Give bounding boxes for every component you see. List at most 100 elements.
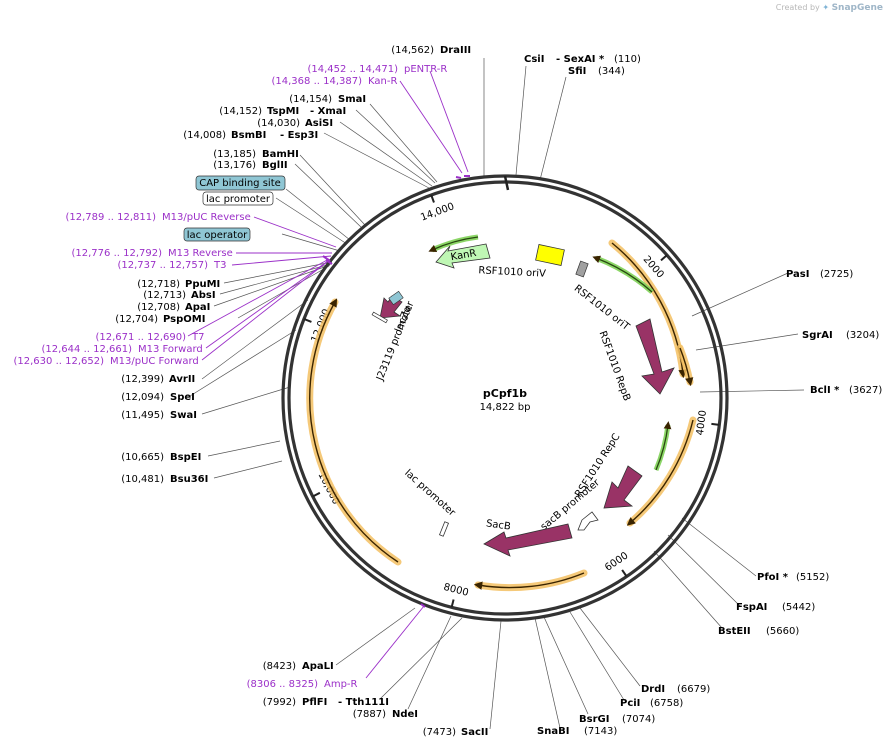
- primer-name: M13 Forward: [138, 344, 203, 355]
- origin-mark: [503, 175, 510, 191]
- site-name: BsrGI: [579, 714, 609, 725]
- snapgene-logo-icon: ✦: [822, 3, 830, 12]
- site-pos: (14,562): [391, 45, 434, 56]
- primer-range: (12,789 .. 12,811): [66, 212, 157, 223]
- oriv-label: RSF1010 oriV: [478, 265, 546, 280]
- site-pos: (344): [598, 66, 625, 77]
- site-name: BclI *: [810, 385, 840, 396]
- primer-range: (8306 .. 8325): [247, 679, 319, 690]
- site-pos: (12,718): [137, 279, 180, 290]
- primer-range: (12,630 .. 12,652): [14, 356, 105, 367]
- site-name: Bsu36I: [170, 474, 208, 485]
- plasmid-name: pCpf1b: [483, 387, 527, 400]
- site-name: SmaI: [338, 94, 366, 105]
- site-pos: (3204): [846, 330, 879, 341]
- site-pos: (13,185): [213, 149, 256, 160]
- lac-promoter-inner-label: lac promoter: [402, 468, 458, 520]
- sacb-promoter-label: sacB promoter: [539, 477, 603, 533]
- site-pos: (14,030): [257, 118, 300, 129]
- primer-name: Kan-R: [368, 76, 397, 87]
- plasmid-size: 14,822 bp: [480, 402, 531, 413]
- orf-arcs: [306, 239, 697, 592]
- repb-label: RSF1010 RepB: [597, 330, 633, 403]
- site-pos: (6679): [677, 684, 710, 695]
- site-pos: (12,704): [115, 314, 158, 325]
- tick-mark: [303, 318, 312, 323]
- primer-name: M13/pUC Forward: [110, 356, 199, 367]
- site-name: DraIII: [440, 45, 471, 56]
- site-pos: (12,713): [143, 290, 186, 301]
- feature-oriv: RSF1010 oriV: [478, 243, 565, 280]
- site-name: PfoI *: [757, 572, 789, 583]
- site-name: SgrAI: [802, 330, 833, 341]
- tick-mark: [312, 491, 321, 498]
- site-name: - XmaI: [310, 106, 346, 117]
- site-pos: (12,708): [137, 302, 180, 313]
- site-pos: (2725): [820, 269, 853, 280]
- site-name: PasI: [786, 269, 809, 280]
- tick-mark: [711, 422, 720, 426]
- boxed-lac-operator: lac operator: [183, 227, 251, 242]
- site-name: PciI: [620, 698, 640, 709]
- site-pos: (11,495): [121, 410, 164, 421]
- orf-arc-3: [626, 416, 697, 527]
- site-pos: (10,481): [121, 474, 164, 485]
- site-name: ApaI: [185, 302, 210, 313]
- site-name: SpeI: [170, 392, 195, 403]
- site-pos: (13,176): [213, 160, 256, 171]
- tick-mark: [430, 194, 435, 203]
- lac-operator-label: lac operator: [187, 230, 248, 241]
- site-name: - Tth111I: [338, 697, 389, 708]
- site-name: SfiI: [568, 66, 586, 77]
- site-name: - SexAI *: [556, 54, 605, 65]
- primer-labels: (14,452 .. 14,471) pENTR-R (14,368 .. 14…: [14, 64, 448, 690]
- tick-label: 8000: [442, 582, 469, 599]
- primer-leader-lines: [187, 70, 469, 679]
- credit-brand: SnapGene: [831, 3, 883, 13]
- lac-promoter-label: lac promoter: [206, 194, 271, 205]
- primer-name: Amp-R: [324, 679, 358, 690]
- site-name: FspAI: [736, 602, 767, 613]
- site-name: NdeI: [392, 709, 418, 720]
- site-name: AsiSI: [305, 118, 333, 129]
- primer-range: (12,737 .. 12,757): [118, 260, 209, 271]
- tick-label: 14,000: [419, 201, 456, 223]
- site-pos: (12,399): [121, 374, 164, 385]
- site-pos: (7992): [263, 697, 296, 708]
- primer-name: M13 Reverse: [168, 248, 233, 259]
- snapgene-credit: Created by ✦ SnapGene: [776, 3, 883, 13]
- site-pos: (7143): [584, 726, 617, 737]
- primer-name: T3: [213, 260, 226, 271]
- site-name: TspMI: [267, 106, 299, 117]
- orit-label: RSF1010 oriT: [572, 283, 632, 333]
- site-name: PspOMI: [163, 314, 205, 325]
- site-name: ApaLI: [302, 661, 334, 672]
- site-pos: (5152): [796, 572, 829, 583]
- site-name: AvrII: [169, 374, 195, 385]
- site-name: PflFI: [302, 697, 327, 708]
- tick-label: 6000: [603, 550, 630, 573]
- site-pos: (7074): [622, 714, 655, 725]
- kanr-label: KanR: [450, 248, 477, 263]
- site-name: BsmBI: [231, 130, 266, 141]
- orf-arc-4: [474, 569, 588, 592]
- primer-range: (14,368 .. 14,387): [272, 76, 363, 87]
- tick-label: 4000: [695, 409, 709, 436]
- site-name: BspEI: [170, 452, 201, 463]
- site-pos: (3627): [849, 385, 882, 396]
- site-name: AbsI: [191, 290, 216, 301]
- primer-name: T7: [191, 332, 204, 343]
- site-pos: (6758): [650, 698, 683, 709]
- primer-name: M13/pUC Reverse: [162, 212, 251, 223]
- primer-range: (14,452 .. 14,471): [308, 64, 399, 75]
- site-name: BstEII: [718, 626, 751, 637]
- site-pos: (5442): [782, 602, 815, 613]
- j23119-promoter-label: J23119 promoter: [374, 299, 417, 383]
- site-pos: (7473): [423, 727, 456, 738]
- tick-mark: [660, 254, 668, 262]
- site-name: BglII: [262, 160, 288, 171]
- green-feature-arcs: [428, 234, 672, 471]
- primer-marks: [322, 175, 470, 608]
- cap-binding-site-label: CAP binding site: [199, 178, 281, 189]
